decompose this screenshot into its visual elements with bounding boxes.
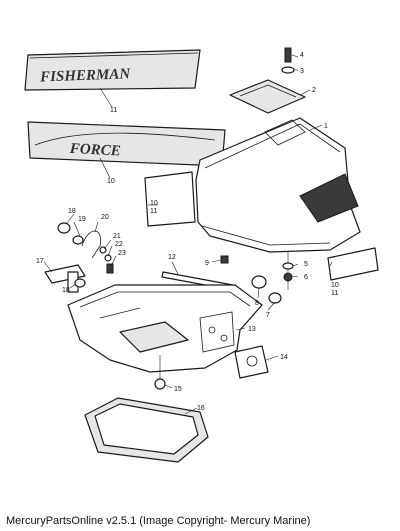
callout-7: 7 xyxy=(266,312,270,319)
callout-19: 19 xyxy=(78,216,86,223)
callout-6: 6 xyxy=(304,274,308,281)
decal-fisherman: FISHERMAN xyxy=(24,49,201,91)
callout-18-top: 18 xyxy=(68,208,76,215)
callout-11-right: 11 xyxy=(331,290,338,297)
bolt-part xyxy=(220,255,229,264)
callout-21: 21 xyxy=(113,233,121,240)
callout-9: 9 xyxy=(205,260,209,267)
side-plate xyxy=(234,345,269,379)
bottom-cowl xyxy=(67,284,263,373)
callout-2: 2 xyxy=(312,87,316,94)
callout-22: 22 xyxy=(115,241,123,248)
drain-plug xyxy=(154,355,166,390)
decal-force-word: FORCE xyxy=(68,141,121,160)
callout-14: 14 xyxy=(280,354,288,361)
callout-10-decal: 10 xyxy=(107,178,115,185)
washer-part xyxy=(281,66,295,74)
latch-assembly xyxy=(44,222,114,293)
callout-20: 20 xyxy=(101,214,109,221)
callout-11-left: 11 xyxy=(150,208,157,215)
callout-1: 1 xyxy=(324,123,328,130)
screw-part xyxy=(284,47,292,63)
callout-10-left: 10 xyxy=(150,200,158,207)
grommet-lower xyxy=(268,292,282,304)
callout-4: 4 xyxy=(300,52,304,59)
seal-gasket xyxy=(84,397,209,463)
grommet-part xyxy=(282,262,294,270)
fastener-part xyxy=(283,272,293,282)
decal-small-left xyxy=(144,171,196,227)
callout-16: 16 xyxy=(197,405,205,412)
callout-17: 17 xyxy=(36,258,44,265)
copyright-footer: MercuryPartsOnline v2.5.1 (Image Copyrig… xyxy=(6,515,311,527)
callout-11-decal: 11 xyxy=(110,107,117,114)
callout-12: 12 xyxy=(168,254,176,261)
decal-fisherman-word: FISHERMAN xyxy=(39,66,132,85)
callout-18-bottom: 18 xyxy=(62,287,70,294)
decal-small-right xyxy=(327,247,379,281)
callout-23: 23 xyxy=(118,250,126,257)
decal-force: FORCE xyxy=(27,121,226,167)
callout-3: 3 xyxy=(300,68,304,75)
top-cover-plate xyxy=(229,79,306,114)
callout-5: 5 xyxy=(304,261,308,268)
top-cowl xyxy=(195,117,361,253)
callout-10-right: 10 xyxy=(331,282,339,289)
grommet-upper xyxy=(251,275,267,289)
callout-8: 8 xyxy=(255,300,259,307)
callout-15: 15 xyxy=(174,386,182,393)
callout-13: 13 xyxy=(248,326,256,333)
